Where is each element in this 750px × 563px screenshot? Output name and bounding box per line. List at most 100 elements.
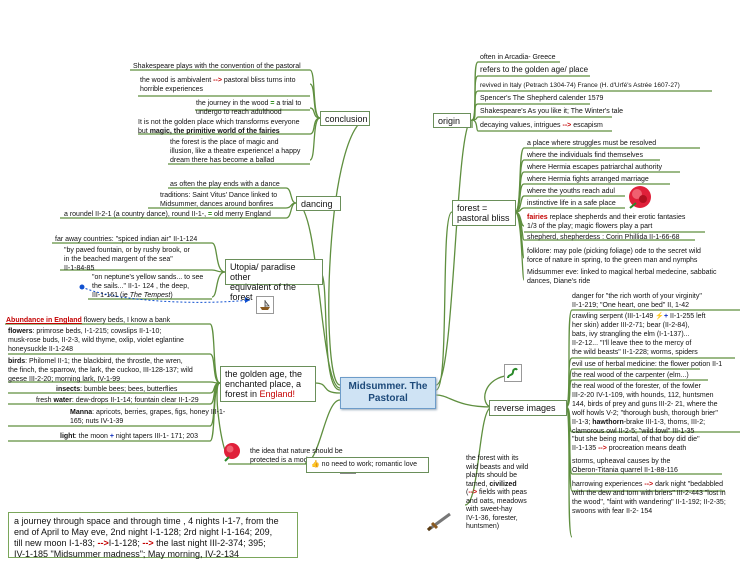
utopia-item-2b: in the beached margent of the sea" bbox=[64, 256, 173, 263]
mortal-line1: "but she being mortal, of that boy did d… bbox=[572, 436, 700, 443]
central-topic[interactable]: Midsummer. The Pastoral bbox=[340, 377, 436, 409]
forest-item-4: where Hermia fights arranged marriage bbox=[527, 176, 649, 183]
utopia-item-2a: "by paved fountain, or by rushy brook, o… bbox=[64, 247, 190, 254]
forest-item-9-line1: folklore: may pole (picking foliage) ode… bbox=[527, 248, 701, 255]
topic-no-need-to-work[interactable]: 👍 no need to work; romantic love bbox=[306, 457, 429, 473]
topic-reverse-images-label: reverse images bbox=[494, 403, 556, 413]
storms-line1: storms, upheaval causes by the bbox=[572, 458, 671, 465]
topic-utopia[interactable]: Utopia/ paradise other equivalent of the… bbox=[225, 259, 323, 302]
wild-line4: tamed, bbox=[466, 480, 488, 488]
topic-dancing[interactable]: dancing bbox=[296, 196, 341, 211]
conclusion-item-4c: magic, the primitive world of the fairie… bbox=[149, 128, 280, 135]
storms-line2: Oberon-Titania quarrel II-1-88-116 bbox=[572, 467, 678, 474]
wild-line6: and oats, meadows bbox=[466, 497, 527, 505]
arrow-icon: --> bbox=[97, 538, 109, 548]
topic-no-need-to-work-label: no need to work; romantic love bbox=[321, 461, 417, 468]
golden-item-water: fresh water: dew-drops II-1-14; fountain… bbox=[36, 396, 199, 405]
utopia-item-3: "on neptune's yellow sands... to see the… bbox=[92, 273, 203, 300]
golden-item-birds: birds: Philomel II-1; the blackbird, the… bbox=[8, 357, 193, 384]
fairies-label: fairies bbox=[527, 214, 548, 221]
conclusion-item-4: It is not the golden place which transfo… bbox=[138, 118, 299, 136]
conclusion-item-5: the forest is the place of magic and ill… bbox=[170, 138, 300, 165]
plus-icon: + bbox=[109, 433, 114, 440]
crawl-line2: her skin) adder III-2-71; bear (II-2-84)… bbox=[572, 322, 690, 329]
wild-forest-note: the forest with its wild beasts and wild… bbox=[466, 455, 529, 530]
abundance-text: flowery beds, I know a bank bbox=[81, 317, 171, 324]
sword-icon bbox=[426, 512, 451, 532]
flowers-line3: honeysuckle II-1-248 bbox=[8, 346, 73, 353]
journey-note[interactable]: a journey through space and through time… bbox=[8, 512, 298, 559]
golden-item-insects: insects: bumble bees; bees, butterflies bbox=[56, 385, 177, 394]
conclusion-item-2c: horrible experiences bbox=[140, 86, 204, 93]
reverse-item-mortal: "but she being mortal, of that boy did d… bbox=[572, 435, 700, 453]
forester-line6: clamorous owl II-2-5; "wild fowl" III-1-… bbox=[572, 428, 695, 435]
birds-label: birds bbox=[8, 358, 26, 365]
topic-conclusion[interactable]: conclusion bbox=[320, 111, 370, 126]
arrow-icon: --> bbox=[213, 77, 222, 84]
hawthorn-label: hawthorn bbox=[592, 419, 624, 426]
ship-icon bbox=[256, 296, 274, 314]
topic-utopia-label2: equivalent of the forest bbox=[230, 282, 297, 302]
forest-item-9: folklore: may pole (picking foliage) ode… bbox=[527, 247, 701, 265]
topic-golden-age[interactable]: the golden age, the enchanted place, a f… bbox=[220, 366, 316, 402]
forester-line4: wolf howls V-2; "thorough bush, thorough… bbox=[572, 410, 718, 417]
origin-item-6-result: escapism bbox=[573, 122, 603, 129]
topic-forest[interactable]: forest = pastoral bliss bbox=[452, 200, 516, 226]
journey-line1: a journey through space and through time… bbox=[14, 516, 279, 526]
topic-origin-label: origin bbox=[438, 116, 461, 126]
harrow-line3: with the dew and torn with briers" III-2… bbox=[572, 490, 726, 497]
forest-item-3: where Hermia escapes patriarchal authori… bbox=[527, 164, 663, 171]
topic-golden-label3a: forest in bbox=[225, 389, 260, 399]
topic-forest-label1: forest = bbox=[457, 203, 488, 213]
plus-icon: + bbox=[664, 313, 669, 320]
dancing-item-1: as often the play ends with a dance bbox=[170, 181, 280, 188]
topic-golden-label1: the golden age, the bbox=[225, 369, 303, 379]
forest-item-5: where the youths reach adul bbox=[527, 188, 615, 195]
topic-origin[interactable]: origin bbox=[433, 113, 471, 128]
origin-item-1: often in Arcadia- Greece bbox=[480, 54, 556, 61]
utopia-item-2c: II-1-84-85 bbox=[64, 265, 95, 272]
idea-line1: the idea that nature should be bbox=[250, 448, 343, 455]
golden-item-light: light: the moon + night tapers III-1- 17… bbox=[60, 432, 198, 441]
origin-item-6-text: decaying values, intrigues bbox=[480, 122, 561, 129]
topic-reverse-images[interactable]: reverse images bbox=[489, 400, 567, 416]
reverse-item-harrowing: harrowing experiences --> dark night "be… bbox=[572, 480, 726, 516]
equals-icon: = bbox=[270, 100, 275, 107]
forest-item-2: where the individuals find themselves bbox=[527, 152, 643, 159]
hand-icon: 👍 bbox=[311, 461, 320, 468]
water-prefix: fresh bbox=[36, 397, 54, 404]
utopia-item-3b: the sails..." II-1- 124 , the deep, bbox=[92, 283, 190, 290]
harrow-line4: the wood", "faint with wandering" II-1-1… bbox=[572, 499, 726, 506]
arrow-icon: --> bbox=[468, 489, 478, 496]
dancing-item-2: traditions: Saint Vitus' Dance linked to… bbox=[160, 191, 277, 209]
forester-line1: the real wood of the forester, of the fo… bbox=[572, 383, 701, 390]
forest-item-7: fairies replace shepherds and their erot… bbox=[527, 213, 685, 231]
equals-icon: = bbox=[207, 211, 213, 218]
topic-dancing-label: dancing bbox=[301, 199, 333, 209]
conclusion-item-4b: but bbox=[138, 128, 148, 135]
manna-label: Manna bbox=[70, 409, 93, 416]
forester-line5a: II-1-3; bbox=[572, 419, 591, 426]
conclusion-item-5b: illusion, like a theatre experience! a h… bbox=[170, 148, 301, 155]
flowers-label: flowers bbox=[8, 328, 33, 335]
conclusion-item-3a: the journey in the wood bbox=[196, 100, 269, 107]
utopia-item-1: far away countries: "spiced indian air" … bbox=[55, 236, 198, 243]
dancing-item-3a: a roundel II-2-1 (a country dance), roun… bbox=[64, 211, 207, 218]
arrow-icon: --> bbox=[598, 445, 607, 452]
light-text2: night tapers III-1- 171; 203 bbox=[115, 433, 198, 440]
danger-line1: danger for "the rich worth of your virgi… bbox=[572, 293, 702, 300]
forest-item-1: a place where struggles must be resolved bbox=[527, 140, 657, 147]
water-label: water bbox=[53, 397, 72, 404]
dancing-item-3: a roundel II-2-1 (a country dance), roun… bbox=[64, 210, 271, 219]
light-label: light bbox=[60, 433, 75, 440]
danger-line2: II-1-219; "One heart, one bed" II, 1-42 bbox=[572, 302, 690, 309]
insects-label: insects bbox=[56, 386, 81, 393]
manna-line1: : apricots, berries, grapes, figs, honey… bbox=[92, 409, 226, 416]
bolt-icon: ⚡ bbox=[655, 313, 664, 320]
dancing-item-3b: old merry England bbox=[214, 211, 271, 218]
conclusion-item-1: Shakespeare plays with the convention of… bbox=[133, 63, 301, 70]
conclusion-item-4a: It is not the golden place which transfo… bbox=[138, 119, 300, 126]
crawl-line5: the wild beasts" II-1-228; worms, spider… bbox=[572, 349, 698, 356]
journey-line3e: the last night III-2-374; 395; bbox=[153, 538, 266, 548]
